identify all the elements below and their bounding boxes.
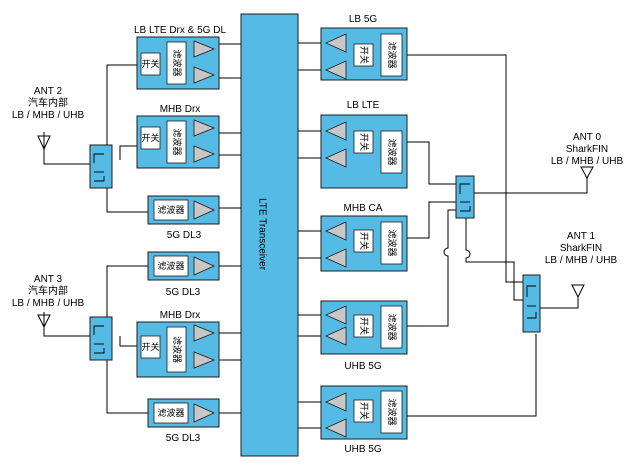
switch-label: 开关 xyxy=(359,133,370,151)
module-mhb-drx-bottom: MHB Drx 开关 滤波器 xyxy=(136,310,220,378)
lte-transceiver: LTE Transceiver xyxy=(240,13,299,457)
module-label: MHB Drx xyxy=(160,310,201,321)
amplifier-icon xyxy=(193,403,215,423)
antenna-ant0: ANT 0 SharkFIN LB / MHB / UHB xyxy=(551,132,624,180)
antenna-place: SharkFIN xyxy=(560,243,602,254)
filter-label: 滤波器 xyxy=(157,204,184,215)
antenna-place: SharkFIN xyxy=(566,144,608,155)
module-label: LB LTE Drx & 5G DL xyxy=(134,25,227,36)
module-lb-5g: LB 5G 开关 滤波器 xyxy=(320,14,408,81)
filter-label: 滤波器 xyxy=(387,398,398,425)
module-5g-dl3-c: 滤波器 5G DL3 xyxy=(147,398,220,444)
antenna-name: ANT 0 xyxy=(573,132,602,143)
amplifier-icon xyxy=(193,145,216,163)
amplifier-icon xyxy=(193,351,216,369)
antenna-icon xyxy=(37,312,51,329)
filter-label: 滤波器 xyxy=(172,336,183,363)
amplifier-icon xyxy=(325,326,347,346)
amplifier-icon xyxy=(325,392,347,412)
transceiver-label: LTE Transceiver xyxy=(256,198,267,271)
antenna-icon xyxy=(580,166,594,180)
antenna-bands: LB / MHB / UHB xyxy=(545,255,618,266)
filter-label: 滤波器 xyxy=(157,407,184,418)
antenna-icon xyxy=(571,284,585,299)
module-lb-lte-drx-5g-dl: LB LTE Drx & 5G DL 开关 滤波器 xyxy=(134,25,227,90)
module-5g-dl3-a: 滤波器 5G DL3 xyxy=(147,195,220,241)
diplexer-ant1 xyxy=(522,274,541,333)
amplifier-icon xyxy=(325,60,347,80)
filter-label: 滤波器 xyxy=(387,313,398,340)
diplexer-ant2 xyxy=(89,144,113,189)
module-mhb-drx-top: MHB Drx 开关 滤波器 xyxy=(136,104,220,169)
amplifier-icon xyxy=(193,40,216,58)
filter-label: 滤波器 xyxy=(172,128,183,155)
antenna-name: ANT 2 xyxy=(34,86,63,97)
amplifier-icon xyxy=(193,256,215,276)
antenna-name: ANT 1 xyxy=(567,231,596,242)
filter-label: 滤波器 xyxy=(387,41,398,68)
antenna-ant2: ANT 2 汽车内部 LB / MHB / UHB xyxy=(12,86,85,151)
module-5g-dl3-b: 滤波器 5G DL3 xyxy=(147,251,220,298)
antenna-bands: LB / MHB / UHB xyxy=(12,298,85,309)
amplifier-icon xyxy=(193,119,216,137)
filter-label: 滤波器 xyxy=(172,49,183,76)
antenna-icon xyxy=(37,132,51,151)
module-label: 5G DL3 xyxy=(167,230,202,241)
amplifier-icon xyxy=(193,200,215,220)
switch-label: 开关 xyxy=(359,232,370,250)
antenna-bands: LB / MHB / UHB xyxy=(12,110,85,121)
amplifier-icon xyxy=(325,33,347,53)
module-label: UHB 5G xyxy=(344,361,381,372)
amplifier-icon xyxy=(325,248,347,268)
antenna-name: ANT 3 xyxy=(34,274,63,285)
switch-label: 开关 xyxy=(141,132,159,143)
module-uhb-5g-b: 开关 滤波器 UHB 5G xyxy=(320,385,408,455)
amplifier-icon xyxy=(325,121,347,141)
amplifier-icon xyxy=(325,221,347,241)
amplifier-icon xyxy=(325,148,347,168)
wiring xyxy=(43,42,588,429)
filter-label: 滤波器 xyxy=(387,138,398,165)
amplifier-icon xyxy=(193,324,216,342)
filter-label: 滤波器 xyxy=(387,229,398,256)
diplexer-ant3 xyxy=(89,316,113,361)
antenna-place: 汽车内部 xyxy=(28,96,68,109)
module-label: 5G DL3 xyxy=(166,433,201,444)
antenna-ant3: ANT 3 汽车内部 LB / MHB / UHB xyxy=(12,274,85,329)
switch-label: 开关 xyxy=(359,46,370,64)
module-mhb-ca: MHB CA 开关 滤波器 xyxy=(320,203,408,272)
module-label: MHB Drx xyxy=(160,104,201,115)
switch-label: 开关 xyxy=(359,402,370,420)
amplifier-icon xyxy=(325,305,347,325)
antenna-bands: LB / MHB / UHB xyxy=(551,156,624,167)
amplifier-icon xyxy=(193,66,216,84)
module-label: LB 5G xyxy=(349,14,378,25)
module-uhb-5g-a: 开关 滤波器 UHB 5G xyxy=(320,300,408,372)
antenna-place: 汽车内部 xyxy=(28,284,68,297)
antenna-ant1: ANT 1 SharkFIN LB / MHB / UHB xyxy=(545,231,618,299)
amplifier-icon xyxy=(325,418,347,438)
module-label: LB LTE xyxy=(347,100,380,111)
module-label: UHB 5G xyxy=(344,444,381,455)
switch-label: 开关 xyxy=(141,341,159,352)
switch-label: 开关 xyxy=(359,317,370,335)
module-lb-lte: LB LTE 开关 滤波器 xyxy=(320,100,408,189)
filter-label: 滤波器 xyxy=(157,260,184,271)
diplexer-ant0 xyxy=(455,175,475,219)
switch-label: 开关 xyxy=(141,58,159,69)
module-label: MHB CA xyxy=(344,203,383,214)
module-label: 5G DL3 xyxy=(166,287,201,298)
